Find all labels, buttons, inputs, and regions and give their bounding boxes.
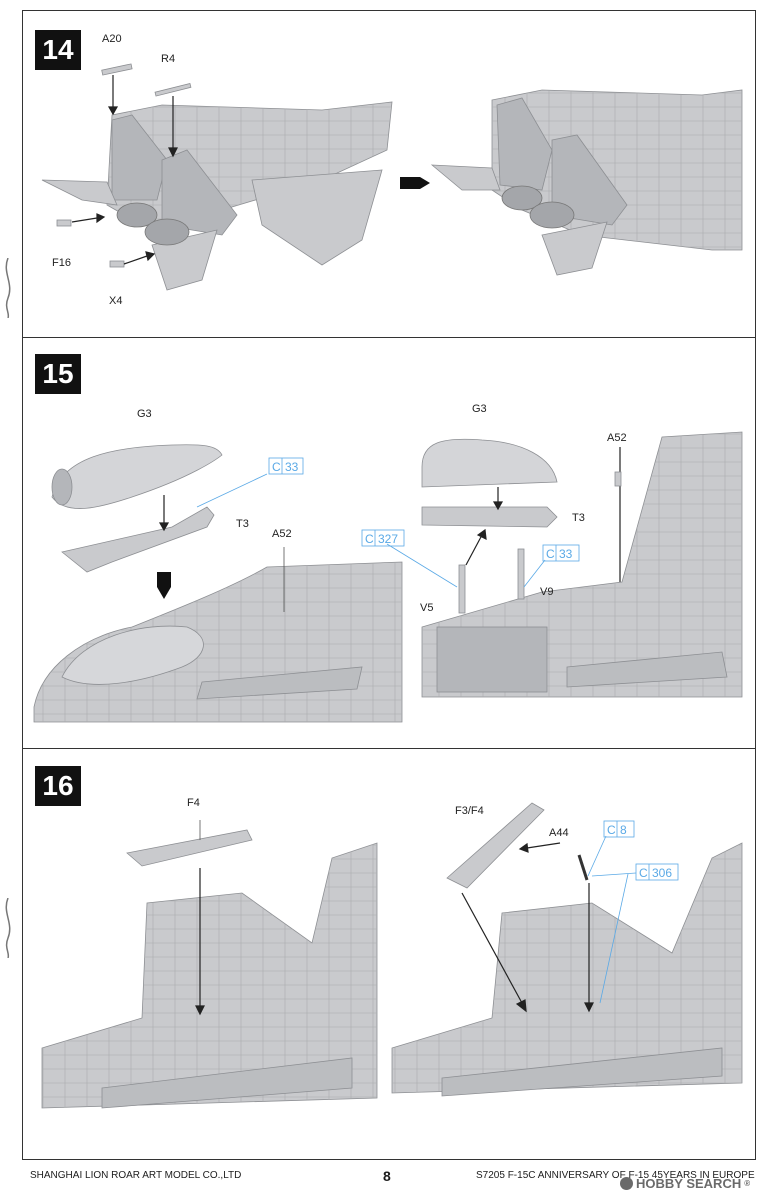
instruction-page-frame — [22, 10, 756, 1160]
rear-fuselage-right — [421, 431, 743, 698]
paint-leader-line — [587, 835, 607, 877]
part-label: A20 — [102, 33, 122, 45]
hobby-search-logo-icon — [620, 1177, 633, 1190]
part-r4 — [154, 82, 192, 97]
part-label: X4 — [109, 295, 122, 307]
step-14-illustration: A20 R4 F16 X4 — [41, 33, 743, 307]
part-v5 — [458, 564, 466, 614]
part-label: V9 — [540, 586, 553, 598]
part-label: A52 — [607, 432, 627, 444]
tail-assembly-before — [41, 101, 393, 291]
svg-text:33: 33 — [559, 547, 573, 561]
watermark: HOBBY SEARCH ® — [620, 1176, 750, 1191]
part-v9 — [517, 548, 525, 600]
part-label: R4 — [161, 53, 175, 65]
paint-callout: C 327 — [361, 529, 405, 547]
part-f4 — [126, 829, 253, 867]
step-number-badge: 15 — [35, 354, 81, 394]
paint-leader-line — [591, 872, 637, 877]
part-f3-f4 — [446, 802, 545, 889]
registered-mark: ® — [744, 1179, 751, 1188]
step-16-illustration: F4 F3/F4 A44 C 8 C 306 — [41, 797, 743, 1109]
part-label: F16 — [52, 257, 71, 269]
svg-text:306: 306 — [652, 866, 672, 880]
svg-text:C: C — [607, 823, 616, 837]
step-divider — [22, 337, 756, 338]
canopy-frame-part-t3 — [61, 506, 215, 573]
svg-text:8: 8 — [620, 823, 627, 837]
paint-leader-line — [523, 559, 546, 588]
step-arrow-icon — [400, 177, 430, 189]
paint-callout: C 33 — [268, 457, 304, 475]
part-label: T3 — [572, 512, 585, 524]
part-label: A52 — [272, 528, 292, 540]
paint-callout: C 306 — [635, 863, 679, 881]
wing-assembly-left — [41, 842, 378, 1109]
forward-fuselage-left — [33, 561, 403, 723]
paint-leader-line — [386, 543, 458, 588]
svg-text:C: C — [365, 532, 374, 546]
svg-text:33: 33 — [285, 460, 299, 474]
part-label: F3/F4 — [455, 805, 484, 817]
part-label: V5 — [420, 602, 433, 614]
part-label: T3 — [236, 518, 249, 530]
svg-text:327: 327 — [378, 532, 398, 546]
page-number: 8 — [383, 1168, 391, 1184]
part-label: A44 — [549, 827, 569, 839]
part-f16 — [56, 219, 72, 227]
footer-company: SHANGHAI LION ROAR ART MODEL CO.,LTD — [30, 1170, 242, 1181]
step-arrow-icon — [157, 572, 171, 599]
step-number-badge: 14 — [35, 30, 81, 70]
wing-assembly-right — [391, 842, 743, 1097]
part-label: G3 — [472, 403, 487, 415]
step-divider — [22, 748, 756, 749]
step-15-illustration: G3 T3 A52 C 33 G3 T3 A52 V5 V9 C 327 — [33, 403, 743, 723]
canopy-part-g3-right — [421, 438, 558, 488]
paint-leader-line — [196, 473, 268, 508]
part-a52 — [614, 471, 622, 487]
tail-assembly-after — [430, 89, 743, 276]
step-number-badge: 16 — [35, 766, 81, 806]
paint-callout: C 33 — [542, 544, 580, 562]
svg-text:C: C — [546, 547, 555, 561]
watermark-text: HOBBY SEARCH — [636, 1176, 742, 1191]
binder-clip-icon — [5, 258, 11, 318]
canopy-frame-part-t3-right — [421, 506, 558, 528]
canopy-part-g3 — [51, 444, 223, 509]
svg-text:C: C — [639, 866, 648, 880]
footer-product-title: S7205 F-15C ANNIVERSARY OF F-15 45YEARS … — [476, 1170, 755, 1181]
paint-leader-line — [599, 873, 629, 1004]
part-a20 — [101, 63, 133, 76]
part-label: G3 — [137, 408, 152, 420]
part-a44 — [577, 854, 589, 881]
part-label: F4 — [187, 797, 200, 809]
binder-clip-icon — [5, 898, 11, 958]
part-x4 — [109, 260, 125, 268]
paint-callout: C 8 — [603, 820, 635, 838]
svg-text:C: C — [272, 460, 281, 474]
